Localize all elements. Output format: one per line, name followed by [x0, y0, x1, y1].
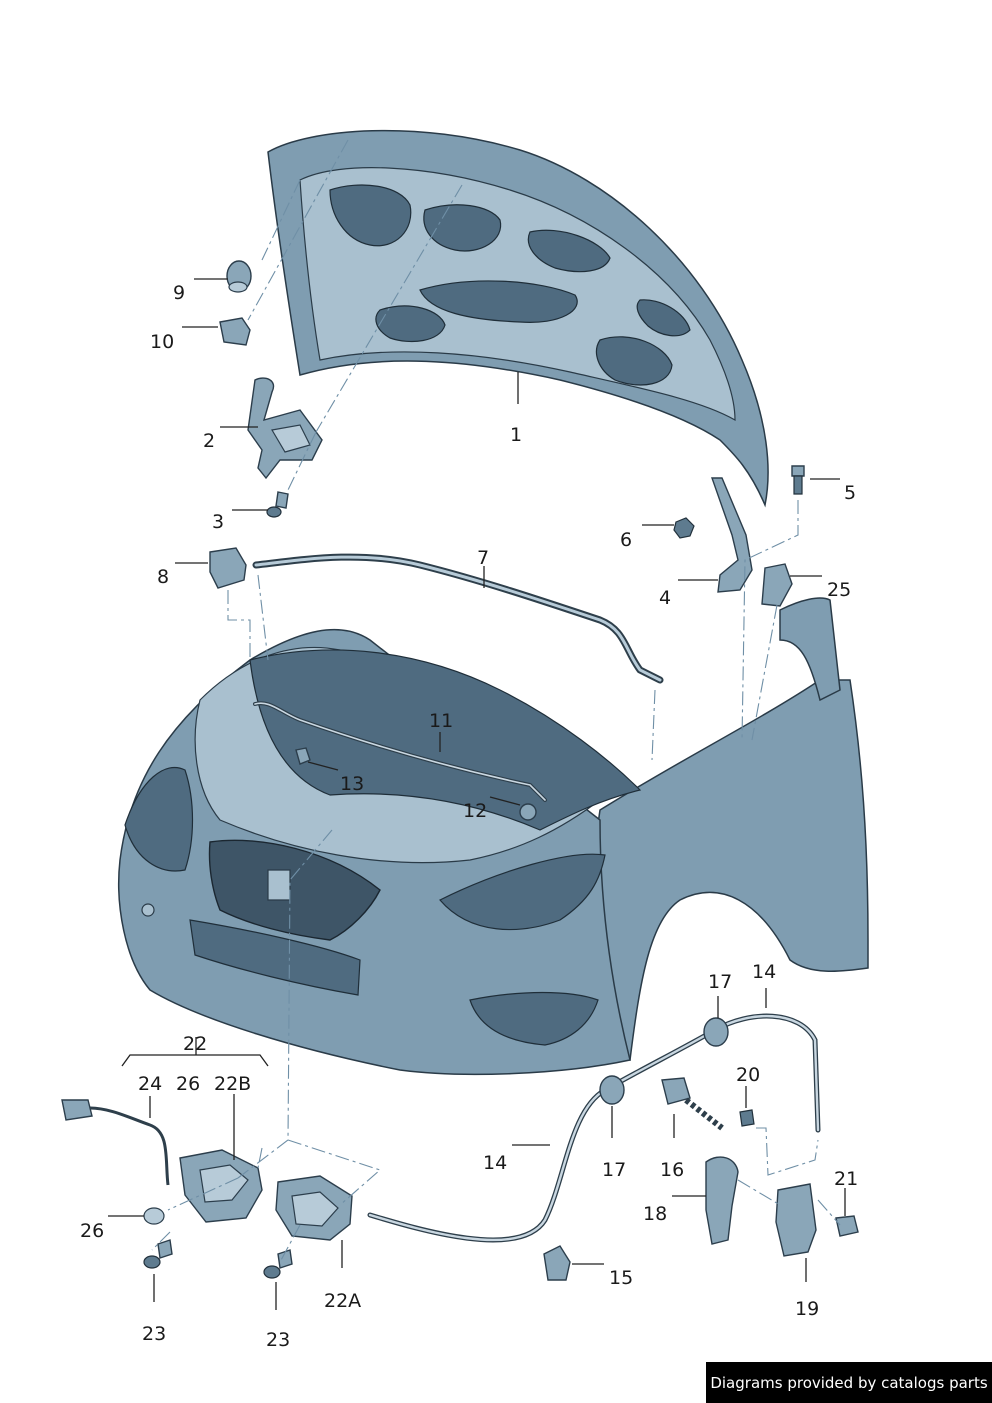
callout-23-right: 23: [266, 1329, 290, 1351]
retaining-clip: [219, 317, 251, 346]
callout-25: 25: [827, 579, 851, 601]
callout-2: 2: [203, 430, 215, 452]
hood-hinge: [711, 477, 753, 593]
callout-22B: 22B: [214, 1073, 251, 1095]
callout-13: 13: [340, 773, 364, 795]
cable-holder: [543, 1245, 571, 1281]
callout-20: 20: [736, 1064, 760, 1086]
assembly-lines: [151, 139, 841, 1263]
hinge-nut: [673, 517, 695, 539]
callout-1: 1: [510, 424, 522, 446]
callout-10: 10: [150, 331, 174, 353]
callout-14-right: 14: [752, 961, 776, 983]
callout-labels: 1 2 3 4 5 6 7 8 9 10 11 12 13 14 14 15 1…: [80, 282, 858, 1351]
catalog-credit-banner: Diagrams provided by catalogs parts: [706, 1362, 992, 1403]
callout-17-upper: 17: [708, 971, 732, 993]
hood-lock-with-switch: [61, 1099, 263, 1223]
leader-lines: [108, 278, 846, 1310]
bolt: [266, 491, 289, 518]
rod-clip: [295, 747, 311, 765]
callout-14-left: 14: [483, 1152, 507, 1174]
callout-15: 15: [609, 1267, 633, 1289]
rubber-buffer: [226, 260, 252, 293]
callout-22: 22: [183, 1033, 207, 1055]
credit-text: Diagrams provided by catalogs parts: [710, 1373, 988, 1392]
release-lever: [705, 1156, 739, 1245]
release-bracket: [775, 1183, 817, 1257]
callout-17-lower: 17: [602, 1159, 626, 1181]
rivet: [143, 1207, 165, 1225]
callout-3: 3: [212, 511, 224, 533]
callout-11: 11: [429, 710, 453, 732]
callout-7: 7: [477, 547, 489, 569]
callout-24: 24: [138, 1073, 162, 1095]
callout-16: 16: [660, 1159, 684, 1181]
callout-18: 18: [643, 1203, 667, 1225]
callout-6: 6: [620, 529, 632, 551]
hood-panel: [267, 129, 769, 508]
hood-striker: [247, 377, 323, 480]
hinge-bolt: [791, 465, 805, 495]
lock-bolt: [143, 1239, 173, 1269]
front-body-shell: [118, 597, 869, 1076]
bracket-clip: [835, 1215, 859, 1237]
lock-bolt: [263, 1249, 293, 1279]
callout-12: 12: [463, 800, 487, 822]
callout-5: 5: [844, 482, 856, 504]
release-handle-seal: [661, 1077, 724, 1131]
handle-screw: [739, 1109, 755, 1127]
callout-19: 19: [795, 1298, 819, 1320]
seal-bracket: [209, 547, 247, 589]
callout-26-left: 26: [80, 1220, 104, 1242]
rod-buffer: [519, 803, 537, 821]
callout-21: 21: [834, 1168, 858, 1190]
callout-8: 8: [157, 566, 169, 588]
callout-4: 4: [659, 587, 671, 609]
callout-26-top: 26: [176, 1073, 200, 1095]
release-cable: [367, 1013, 821, 1243]
callout-23-left: 23: [142, 1323, 166, 1345]
callout-9: 9: [173, 282, 185, 304]
hinge-cover: [761, 563, 793, 607]
hood-lock: [275, 1175, 353, 1241]
callout-22A: 22A: [324, 1290, 361, 1312]
